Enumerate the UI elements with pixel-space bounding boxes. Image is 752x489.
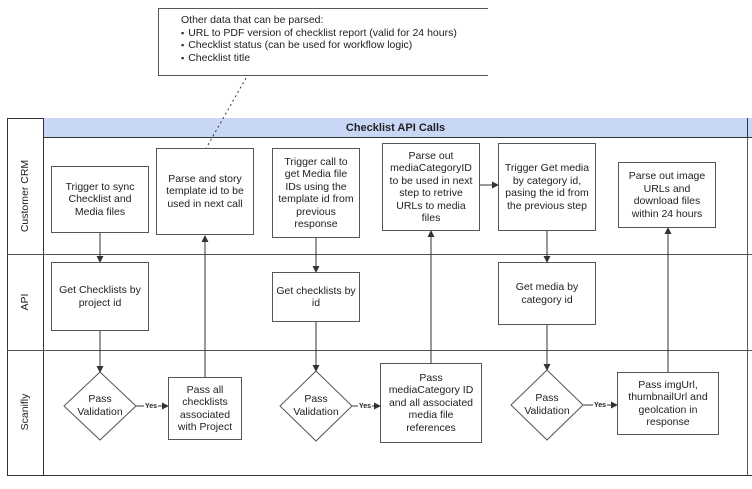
pool-header-end: [747, 118, 752, 138]
api-get-media-by-category: Get media by category id: [498, 262, 596, 325]
crm-step-parse-media-category: Parse out mediaCategoryID to be used in …: [382, 143, 480, 231]
yes-label: Yes: [358, 402, 373, 411]
crm-step-parse-image-urls: Parse out image URLs and download files …: [618, 162, 716, 228]
decision-label: Pass Validation: [293, 393, 339, 418]
decision-diamond: [510, 369, 584, 441]
scanifly-pass-media-category: Pass mediaCategory ID and all associated…: [380, 363, 482, 443]
yes-label: Yes: [593, 401, 608, 410]
yes-label: Yes: [144, 402, 159, 411]
crm-step-trigger-get-media: Trigger Get media by category id, pasing…: [498, 143, 596, 231]
note-item: Checklist title: [181, 52, 488, 65]
annotation-note: Other data that can be parsed: URL to PD…: [158, 8, 488, 76]
note-heading: Other data that can be parsed:: [181, 14, 324, 26]
crm-step-parse-template-id: Parse and story template id to be used i…: [156, 148, 254, 235]
decision-diamond: [63, 371, 137, 441]
api-get-checklists-by-project: Get Checklists by project id: [51, 262, 149, 331]
note-item: URL to PDF version of checklist report (…: [181, 27, 488, 40]
scanifly-pass-img-url: Pass imgUrl, thumbnailUrl and geolcation…: [617, 372, 719, 435]
pool-header: Checklist API Calls: [43, 118, 747, 138]
decision-diamond: [279, 370, 353, 442]
note-connector: [203, 77, 247, 153]
decision-label: Pass Validation: [524, 392, 570, 417]
note-list: URL to PDF version of checklist report (…: [181, 27, 488, 65]
scanifly-pass-checklists: Pass all checklists associated with Proj…: [168, 377, 242, 440]
lane-divider: [7, 254, 752, 255]
note-item: Checklist status (can be used for workfl…: [181, 39, 488, 52]
crm-step-trigger-media-ids: Trigger call to get Media file IDs using…: [272, 148, 360, 238]
lane-right-divider: [747, 138, 748, 476]
decision-label: Pass Validation: [77, 393, 123, 418]
lane-label-divider: [43, 138, 44, 476]
crm-step-trigger-sync: Trigger to sync Checklist and Media file…: [51, 166, 149, 233]
lane-divider: [7, 350, 752, 351]
api-get-checklists-by-id: Get checklists by id: [272, 272, 360, 322]
